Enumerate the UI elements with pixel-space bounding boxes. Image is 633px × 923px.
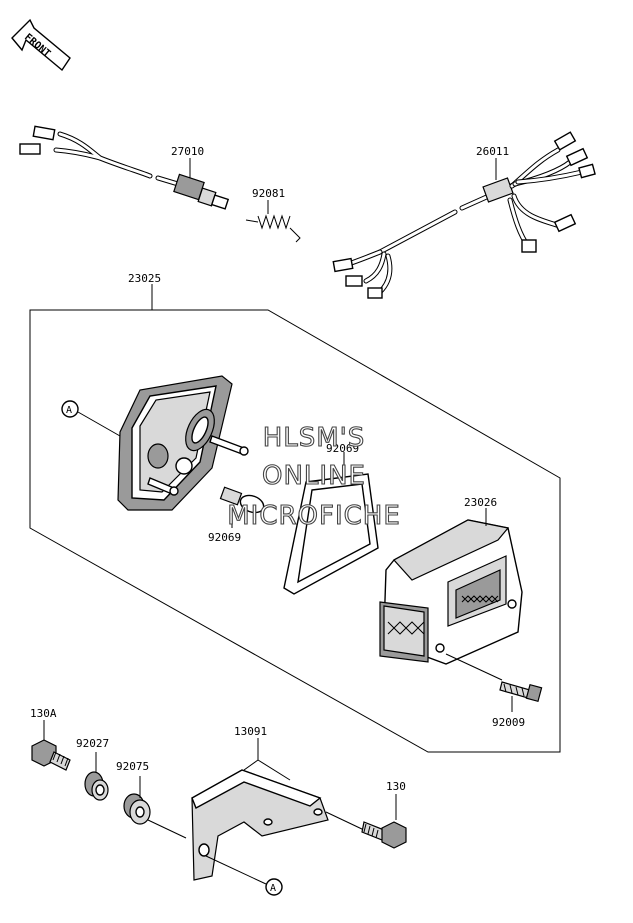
- callout-92027: 92027: [76, 737, 109, 750]
- bulb-92069: [219, 486, 265, 528]
- grommet-92075: [123, 776, 187, 839]
- callout-27010: 27010: [171, 145, 204, 158]
- wiring-harness-27010: [19, 125, 230, 210]
- bracket-13091: [191, 738, 365, 881]
- collar-92027: [84, 752, 109, 801]
- callout-gasket-92069: 92069: [326, 442, 359, 455]
- ref-a-bottom: A: [205, 855, 283, 896]
- watermark-line1: HLSM'S: [263, 423, 366, 453]
- front-arrow-icon: FRONT: [11, 18, 71, 72]
- assembly-outline-23025: [29, 284, 561, 753]
- callout-130: 130: [386, 780, 406, 793]
- gasket-92069: [283, 452, 379, 595]
- bolt-130: [361, 794, 407, 849]
- ref-a-bottom-label: A: [270, 883, 276, 894]
- watermark: HLSM'S ONLINE MICROFICHE: [227, 422, 401, 531]
- callout-130a: 130A: [30, 707, 57, 720]
- watermark-line3: MICROFICHE: [227, 501, 401, 531]
- callout-92009: 92009: [492, 716, 525, 729]
- bolt-130a: [31, 720, 71, 771]
- callout-92081: 92081: [252, 187, 285, 200]
- ref-a-top-label: A: [66, 405, 72, 416]
- lens-cover-23026: [379, 508, 523, 665]
- callout-26011: 26011: [476, 145, 509, 158]
- callout-bulb-92069: 92069: [208, 531, 241, 544]
- watermark-line2: ONLINE: [262, 461, 366, 491]
- lamp-base-housing: [117, 375, 249, 511]
- callout-23026: 23026: [464, 496, 497, 509]
- callout-13091: 13091: [234, 725, 267, 738]
- callout-23025: 23025: [128, 272, 161, 285]
- spring-92081: [245, 200, 301, 243]
- ref-a-top: A: [61, 400, 121, 437]
- callout-92075: 92075: [116, 760, 149, 773]
- wiring-harness-26011: [332, 131, 596, 299]
- screw-92009: [445, 653, 543, 712]
